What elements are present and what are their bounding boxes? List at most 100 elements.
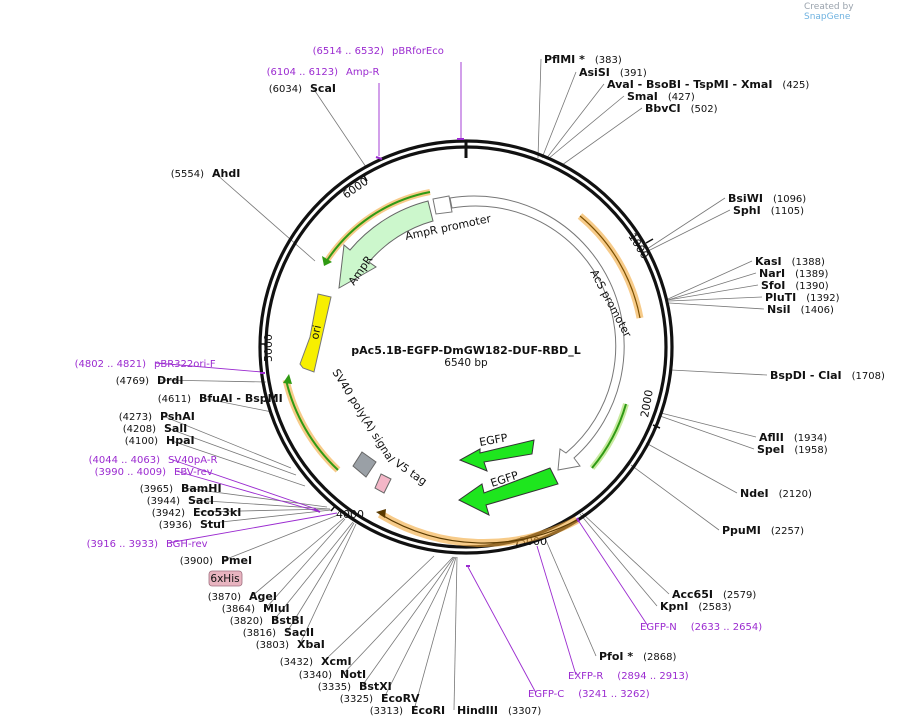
enzyme-site-hindiii[interactable]: HindIII(3307) — [457, 704, 541, 717]
enzyme-site-xbai[interactable]: XbaI(3803) — [256, 638, 325, 651]
enzyme-site-ecorv[interactable]: EcoRV(3325) — [340, 692, 420, 705]
enzyme-name: BstBI — [271, 614, 304, 627]
primer-name: EXFP-R — [568, 671, 603, 682]
primer-egfpc[interactable]: EGFP-C(3241 .. 3262) — [528, 689, 650, 700]
primer-leader-line — [155, 362, 263, 373]
leader-line — [159, 379, 267, 383]
primer-name: EGFP-N — [640, 622, 677, 633]
ori-label: ori — [308, 324, 324, 341]
primer-ampr[interactable]: Amp-R(6104 .. 6123) — [267, 67, 380, 78]
primer-name: BGH-rev — [166, 539, 208, 550]
leader-line — [547, 95, 625, 160]
enzyme-position: (1934) — [794, 433, 827, 444]
enzyme-position: (6034) — [269, 84, 302, 95]
enzyme-name: HindIII — [457, 704, 498, 717]
enzyme-position: (3816) — [243, 628, 276, 639]
ac5-promoter-arrow — [449, 195, 625, 471]
primer-ebv[interactable]: EBV-rev(3990 .. 4009) — [95, 467, 213, 478]
enzyme-site-ndei[interactable]: NdeI(2120) — [740, 487, 812, 500]
enzyme-site-sali[interactable]: SalI(4208) — [123, 422, 187, 435]
left-orf-band — [282, 379, 341, 473]
enzyme-name: SphI — [733, 204, 761, 217]
enzyme-site-sphi[interactable]: SphI(1105) — [733, 204, 804, 217]
primer-leader-line — [175, 470, 321, 513]
enzyme-site-drdi[interactable]: DrdI(4769) — [116, 374, 184, 387]
enzyme-site-ahdi[interactable]: AhdI(5554) — [171, 167, 241, 180]
leader-line — [545, 83, 605, 160]
enzyme-site-sfoi[interactable]: SfoI(1390) — [761, 279, 829, 292]
enzyme-name: BfuAI - BspMI — [199, 392, 283, 405]
enzyme-site-asisi[interactable]: AsiSI(391) — [579, 66, 647, 79]
enzyme-site-noti[interactable]: NotI(3340) — [299, 668, 366, 681]
enzyme-site-pmei[interactable]: PmeI(3900) — [180, 554, 252, 567]
enzyme-position: (3944) — [147, 496, 180, 507]
enzyme-site-pfoi[interactable]: PfoI *(2868) — [599, 650, 676, 663]
enzyme-site-ppumi[interactable]: PpuMI (2257) — [722, 524, 804, 537]
enzyme-site-agei[interactable]: AgeI(3870) — [208, 590, 277, 603]
enzyme-site-saci[interactable]: SacI(3944) — [147, 494, 214, 507]
primer-exfpr[interactable]: EXFP-R(2894 .. 2913) — [568, 671, 689, 682]
enzyme-site-aflii[interactable]: AflII(1934) — [759, 431, 827, 444]
egfp-arrow-2 — [458, 467, 559, 516]
enzyme-site-stui[interactable]: StuI(3936) — [159, 518, 225, 531]
enzyme-site-bstbi[interactable]: BstBI(3820) — [230, 614, 304, 627]
enzyme-name: HpaI — [166, 434, 195, 447]
enzyme-name: BamHI — [181, 482, 222, 495]
primer-pbr322ori[interactable]: pBR322ori-F(4802 .. 4821) — [75, 359, 216, 370]
primer-sv40pa[interactable]: SV40pA-R(4044 .. 4063) — [89, 455, 218, 466]
leader-line — [646, 197, 726, 250]
primer-egfpn[interactable]: EGFP-N(2633 .. 2654) — [640, 622, 762, 633]
enzyme-site-nari[interactable]: NarI(1389) — [759, 267, 829, 280]
right-orf-line — [579, 215, 641, 319]
primer-position: (3241 .. 3262) — [578, 689, 650, 700]
enzyme-position: (3870) — [208, 592, 241, 603]
enzyme-site-acc65i[interactable]: Acc65I(2579) — [672, 588, 756, 601]
primer-bgh[interactable]: BGH-rev(3916 .. 3933) — [87, 539, 208, 550]
enzyme-site-kpni[interactable]: KpnI(2583) — [660, 600, 732, 613]
enzyme-name: EcoRI — [411, 704, 445, 717]
enzyme-name: ScaI — [310, 82, 336, 95]
enzyme-site-bspdi[interactable]: BspDI - ClaI(1708) — [770, 369, 885, 382]
enzyme-site-kasi[interactable]: KasI(1388) — [755, 255, 825, 268]
enzyme-site-eco53ki[interactable]: Eco53kI(3942) — [152, 506, 242, 519]
primer-position: (3990 .. 4009) — [95, 467, 167, 478]
enzyme-name: XbaI — [297, 638, 325, 651]
enzyme-name: AvaI - BsoBI - TspMI - XmaI — [607, 78, 772, 91]
enzyme-site-bsiwi[interactable]: BsiWI(1096) — [728, 192, 806, 205]
primer-leader-line — [577, 519, 649, 627]
enzyme-site-pflmi[interactable]: PflMI *(383) — [544, 53, 622, 66]
enzyme-position: (2257) — [771, 526, 804, 537]
enzyme-site-bfuai[interactable]: BfuAI - BspMI(4611) — [158, 392, 283, 405]
enzyme-position: (2579) — [723, 590, 756, 601]
leader-line — [223, 514, 339, 561]
leader-line — [299, 523, 357, 645]
leader-line — [413, 556, 457, 711]
enzyme-name: KasI — [755, 255, 782, 268]
primer-leader-line — [536, 545, 577, 676]
enzyme-position: (425) — [782, 80, 809, 91]
enzyme-site-hpai[interactable]: HpaI(4100) — [125, 434, 195, 447]
enzyme-site-bstxi[interactable]: BstXI(3335) — [318, 680, 392, 693]
primer-leader-line — [169, 458, 317, 510]
leader-line — [190, 499, 331, 510]
enzyme-site-ecori[interactable]: EcoRI(3313) — [370, 704, 445, 717]
enzyme-site-ava[interactable]: AvaI - BsoBI - TspMI - XmaI (425) — [607, 78, 809, 91]
enzyme-site-bbvci[interactable]: BbvCI(502) — [645, 102, 718, 115]
enzyme-site-plutI[interactable]: PluTI(1392) — [765, 291, 840, 304]
primer-name: Amp-R — [346, 67, 380, 78]
enzyme-site-sacii[interactable]: SacII(3816) — [243, 626, 314, 639]
enzyme-site-nsii[interactable]: NsiI(1406) — [767, 303, 834, 316]
leader-line — [286, 522, 355, 633]
primer-pbrforeco[interactable]: pBRforEco(6514 .. 6532) — [313, 46, 444, 57]
enzyme-site-spei[interactable]: SpeI(1958) — [757, 443, 828, 456]
enzyme-name: PpuMI — [722, 524, 761, 537]
enzyme-site-smai[interactable]: SmaI(427) — [627, 90, 695, 103]
enzyme-site-mlui[interactable]: MluI(3864) — [222, 602, 290, 615]
enzyme-site-bamhi[interactable]: BamHI(3965) — [140, 482, 222, 495]
enzyme-site-pshai[interactable]: PshAI(4273) — [119, 410, 195, 423]
enzyme-site-xcmi[interactable]: XcmI(3432) — [280, 655, 352, 668]
enzyme-position: (427) — [668, 92, 695, 103]
his-tag-box — [208, 570, 243, 587]
tick-label-2000: 2000 — [638, 389, 656, 419]
enzyme-site-scai[interactable]: ScaI (6034) — [269, 82, 336, 95]
